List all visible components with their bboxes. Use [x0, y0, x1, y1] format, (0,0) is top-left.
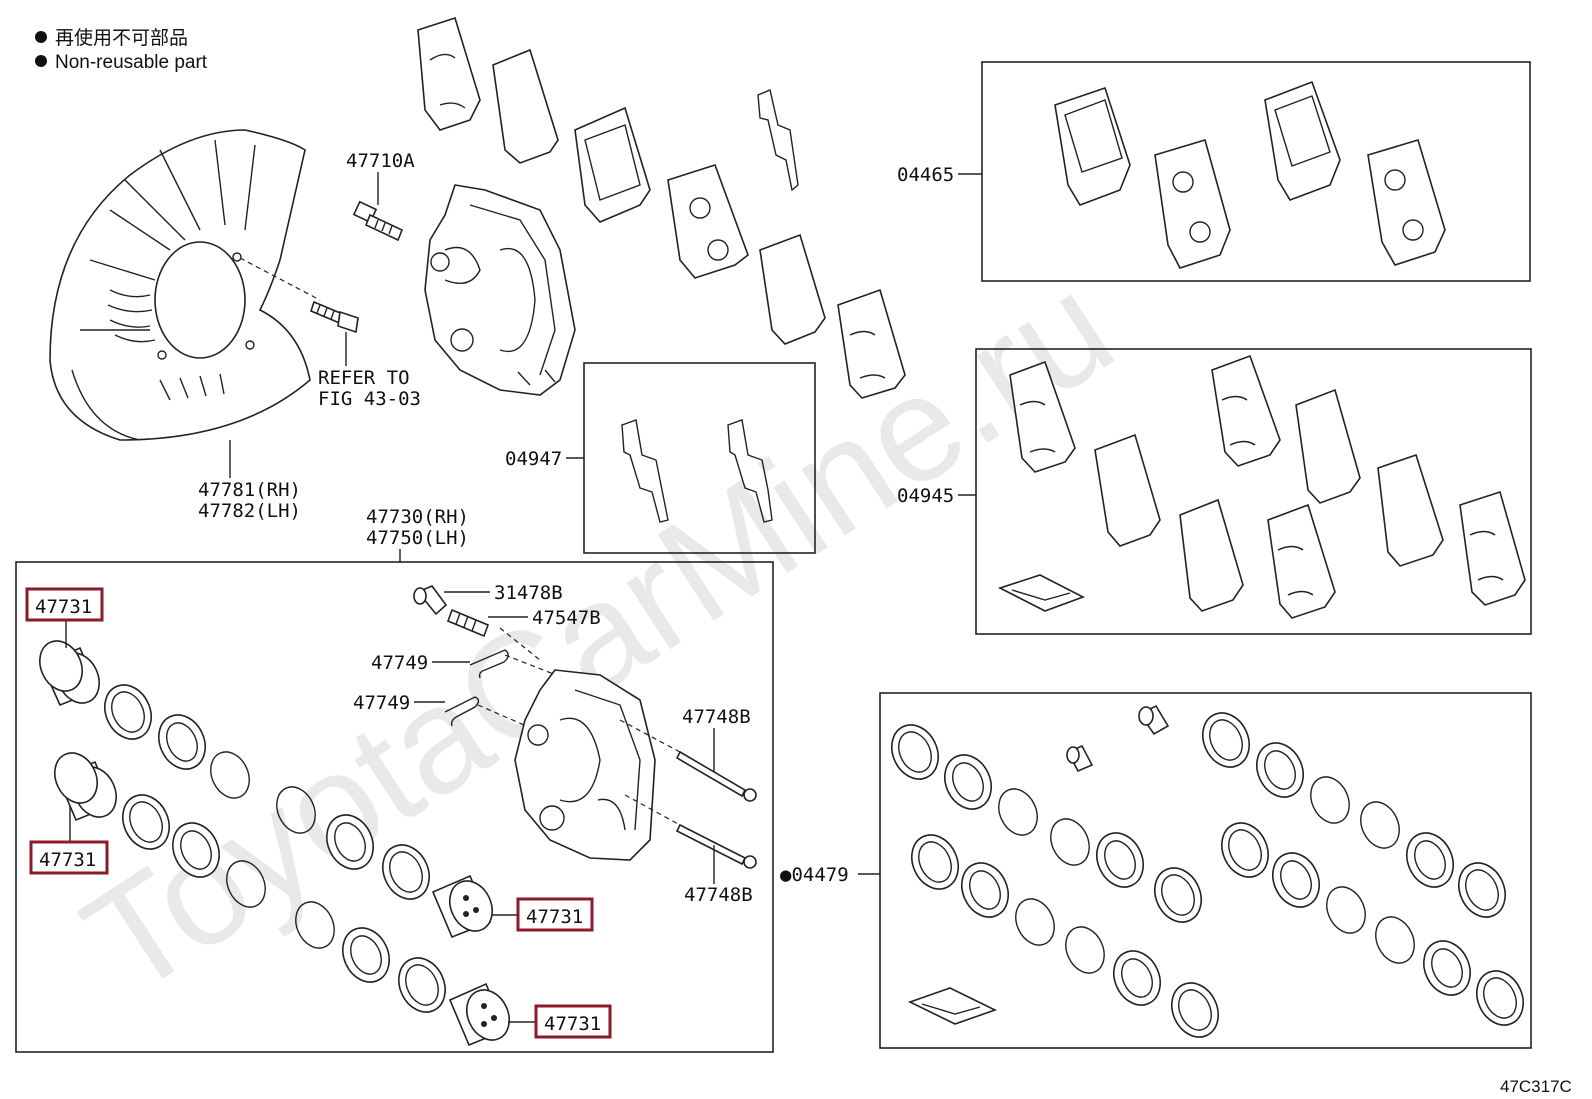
clip-04947-1[interactable]: [621, 419, 669, 523]
label-47748b-a: 47748B: [682, 706, 751, 728]
highlight-47731-a: [25, 587, 104, 622]
caliper-body-lower[interactable]: [514, 669, 656, 861]
legend-bullet-icon: [35, 31, 47, 43]
bleeder-47547b-part[interactable]: [446, 608, 490, 638]
bolt-refer-part[interactable]: [310, 300, 359, 334]
label-47781-rh: 47781(RH): [198, 479, 301, 501]
label-refer-to: REFER TO: [318, 367, 410, 389]
kit-box-caliper: [15, 561, 774, 1053]
shim-top-3[interactable]: [759, 233, 826, 345]
label-47748b-b: 47748B: [684, 884, 753, 906]
pad-04465-1[interactable]: [1054, 86, 1131, 206]
label-47710a: 47710A: [346, 150, 415, 172]
piston-47731-b-part[interactable]: [47, 746, 124, 824]
clip-47749-b-part[interactable]: [444, 696, 480, 727]
label-47731-d[interactable]: 47731: [544, 1013, 601, 1035]
figure-code: 47C317C: [1500, 1077, 1572, 1096]
label-47730-rh: 47730(RH): [366, 506, 469, 528]
pin-47748b-a-part[interactable]: [675, 750, 757, 802]
dust-shield-part[interactable]: [49, 129, 311, 441]
plate-04465-2[interactable]: [1367, 139, 1446, 266]
label-47731-b[interactable]: 47731: [39, 849, 96, 871]
caliper-assembly-top[interactable]: [424, 184, 576, 396]
plate-04465-1[interactable]: [1154, 138, 1231, 269]
pad-top-1[interactable]: [574, 106, 651, 223]
seal-kit-04479-parts[interactable]: [883, 704, 1532, 1044]
cap-31478b-part[interactable]: [413, 585, 448, 616]
kit-box-04945: [975, 348, 1532, 635]
clip-47749-a-part[interactable]: [469, 649, 509, 679]
label-47547b: 47547B: [532, 607, 601, 629]
label-47749-b: 47749: [353, 692, 410, 714]
piston-47731-c-part[interactable]: [431, 874, 500, 939]
pin-47748b-b-part[interactable]: [675, 823, 757, 869]
piston-47731-d-part[interactable]: [448, 982, 517, 1047]
label-47749-a: 47749: [371, 652, 428, 674]
label-47731-a[interactable]: 47731: [35, 596, 92, 618]
shim-top-4[interactable]: [837, 288, 906, 399]
label-04945[interactable]: 04945: [897, 485, 954, 507]
legend-en: Non-reusable part: [55, 52, 208, 73]
label-47731-c[interactable]: 47731: [526, 906, 583, 928]
kit-box-04479: [879, 692, 1532, 1049]
label-04947[interactable]: 04947: [505, 448, 562, 470]
highlight-47731-c: [516, 897, 594, 932]
clip-top[interactable]: [757, 89, 799, 192]
label-refer-fig: FIG 43-03: [318, 388, 421, 410]
label-47782-lh: 47782(LH): [198, 500, 301, 522]
legend-jp: 再使用不可部品: [55, 27, 188, 49]
shims-04945[interactable]: [997, 354, 1526, 619]
label-47750-lh: 47750(LH): [366, 527, 469, 549]
pad-plate-top[interactable]: [667, 164, 749, 279]
shim-top-2[interactable]: [492, 48, 559, 164]
pad-04465-2[interactable]: [1264, 80, 1341, 201]
label-31478b: 31478B: [494, 582, 563, 604]
clip-04947-2[interactable]: [727, 419, 773, 523]
kit-box-04465: [981, 61, 1531, 282]
legend-bullet-icon: [35, 55, 47, 67]
label-04479[interactable]: ●04479: [780, 864, 849, 886]
highlight-47731-b: [29, 840, 109, 875]
seal-rings-caliper[interactable]: [96, 677, 454, 1019]
highlight-47731-d: [534, 1004, 612, 1039]
bolt-47710a-part[interactable]: [352, 200, 404, 242]
shim-top-1[interactable]: [417, 16, 481, 131]
piston-47731-a-part[interactable]: [32, 634, 107, 710]
label-04465[interactable]: 04465: [897, 164, 954, 186]
